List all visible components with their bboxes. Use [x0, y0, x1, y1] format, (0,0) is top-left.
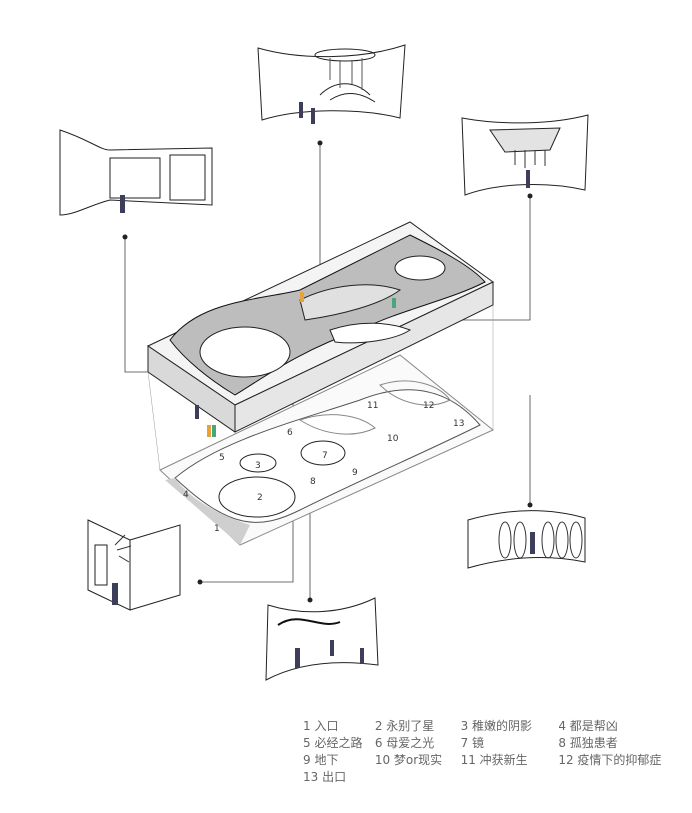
legend-row: 9 地下 10 梦or现实 11 冲获新生 12 疫情下的抑郁症 — [303, 751, 688, 768]
legend-row: 13 出口 — [303, 768, 688, 785]
legend-item: 3 稚嫩的阴影 — [460, 719, 533, 733]
legend-item: 13 出口 — [303, 770, 347, 784]
model-figures — [195, 292, 396, 437]
floor-label-5: 5 — [219, 453, 225, 463]
legend-item: 7 镜 — [460, 736, 485, 750]
legend-item: 6 母爱之光 — [374, 736, 435, 750]
floor-label-4: 4 — [183, 490, 189, 500]
legend-item: 9 地下 — [303, 753, 339, 767]
floor-label-12: 12 — [423, 401, 434, 411]
legend-item: 1 入口 — [303, 719, 339, 733]
sketch-bottom-left — [87, 519, 181, 611]
floor-label-1: 1 — [214, 524, 220, 534]
legend-item: 2 永别了星 — [374, 719, 435, 733]
legend: 1 入口 2 永别了星 3 稚嫩的阴影 4 都是帮凶 5 必经之路 6 母爱之光… — [303, 717, 688, 785]
floor-label-11: 11 — [367, 401, 378, 411]
legend-row: 5 必经之路 6 母爱之光 7 镜 8 孤独患者 — [303, 734, 688, 751]
floor-number-labels: 1 2 3 4 5 6 7 8 9 10 11 12 13 — [183, 401, 464, 534]
floor-label-8: 8 — [310, 477, 316, 487]
floor-label-7: 7 — [322, 451, 328, 461]
floor-label-3: 3 — [255, 461, 261, 471]
sketch-top-right — [461, 114, 589, 196]
sketch-bottom-center — [265, 597, 379, 681]
sketch-left — [59, 129, 213, 216]
floor-label-10: 10 — [387, 434, 399, 444]
floor-plan: 1 2 3 4 5 6 7 8 9 10 11 12 13 — [159, 354, 494, 546]
floor-label-6: 6 — [287, 428, 293, 438]
legend-item: 10 梦or现实 — [374, 753, 443, 767]
upper-level-model — [146, 221, 494, 433]
legend-item: 11 冲获新生 — [460, 753, 528, 767]
legend-item: 4 都是帮凶 — [558, 719, 618, 733]
floor-label-9: 9 — [352, 468, 358, 478]
legend-item: 8 孤独患者 — [558, 736, 618, 750]
legend-item: 5 必经之路 — [303, 736, 363, 750]
legend-row: 1 入口 2 永别了星 3 稚嫩的阴影 4 都是帮凶 — [303, 717, 688, 734]
sketch-top-center — [257, 44, 406, 124]
sketch-bottom-right — [467, 510, 586, 569]
legend-item: 12 疫情下的抑郁症 — [558, 753, 662, 767]
leader-dots — [122, 140, 533, 603]
floor-label-2: 2 — [257, 493, 263, 503]
floor-label-13: 13 — [453, 419, 464, 429]
